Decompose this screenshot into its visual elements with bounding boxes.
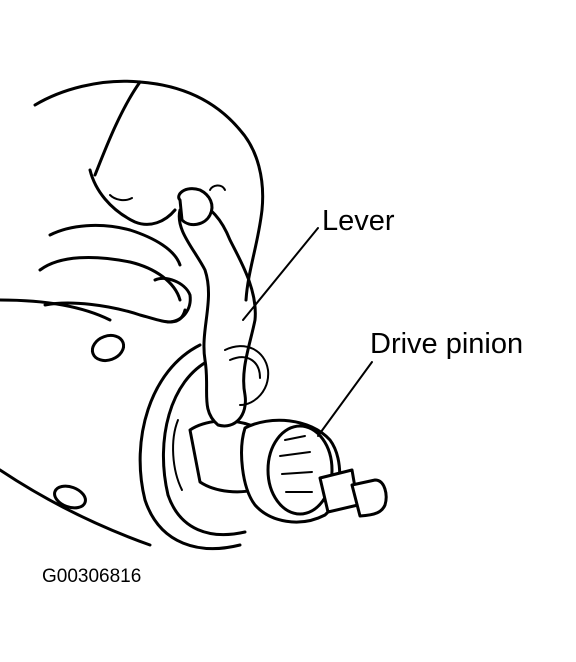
lever-label: Lever: [322, 205, 395, 237]
drive-pinion-label: Drive pinion: [370, 328, 524, 360]
hand: [33, 79, 265, 324]
pinion-leader-line: [317, 361, 373, 437]
lever-leader-line: [242, 227, 319, 321]
figure-code: G00306816: [42, 566, 142, 587]
flange: [138, 343, 247, 551]
lever: [177, 187, 270, 428]
starter-housing: [0, 298, 152, 547]
housing-hole-upper: [90, 333, 126, 363]
drive-pinion: [188, 418, 388, 524]
housing-hole-lower: [53, 484, 87, 510]
